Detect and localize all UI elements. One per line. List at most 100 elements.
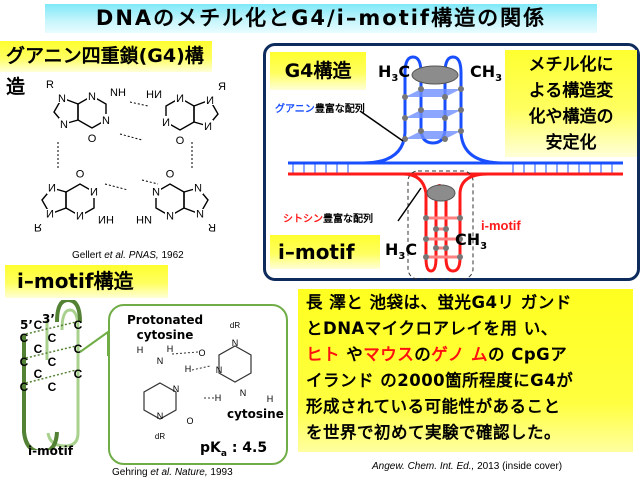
atom-label: NH	[136, 213, 152, 225]
cytosine-c-label: C	[48, 380, 57, 394]
summary-segment: の CpGア	[488, 345, 568, 364]
atom-label: H	[167, 344, 174, 354]
atom-label: N	[157, 356, 164, 366]
atom-label: O	[175, 135, 184, 147]
cytosine-ring	[218, 345, 252, 383]
three-prime-label: 3’	[42, 312, 55, 326]
atom-bg	[175, 134, 185, 145]
cytosine-dot	[443, 245, 449, 251]
five-prime-label: 5’	[20, 318, 33, 332]
summary-segment: マウス	[363, 345, 415, 364]
atom-label: O	[198, 348, 205, 358]
summary-text-box: 長 澤と 池袋は、蛍光G4リ ガンドとDNAマイクロアレイを用 い、ヒト やマウ…	[298, 289, 633, 452]
cytosine-c-label: C	[20, 331, 29, 345]
cytosine-c-label: C	[74, 367, 83, 381]
cytosine-c-label: C	[20, 355, 29, 369]
atom-label: H	[185, 364, 192, 374]
guanine-dot	[458, 86, 464, 92]
g4-section-label: グアニン四重鎖(G4)構造	[0, 41, 212, 98]
imotif-dashed-box	[407, 170, 474, 280]
summary-line: とDNAマイクロアレイを用 い、	[306, 316, 625, 342]
summary-segment: を世界で初めて実験で確認した。	[306, 423, 561, 442]
g-tetrad-plane	[405, 89, 461, 97]
summary-segment: や	[346, 345, 364, 364]
g4-structure-label: G4構造	[270, 52, 366, 90]
atom-label: O	[186, 416, 193, 426]
cytosine-word: シトシン	[283, 214, 323, 225]
guanine-dot	[442, 115, 448, 121]
atom-label: N	[176, 93, 184, 105]
atom-label: N	[206, 95, 214, 107]
pka-sub: a	[220, 448, 227, 459]
methyl-ellipse-g4	[411, 65, 459, 85]
citation-journal: Angew. Chem. Int. Ed.,	[372, 461, 475, 472]
summary-line: 長 澤と 池袋は、蛍光G4リ ガンド	[306, 290, 625, 316]
g4-strand	[362, 55, 504, 165]
cc-hbond	[25, 321, 77, 335]
atom-label: N	[76, 209, 84, 221]
summary-line: イランド の2000箇所程度にG4が	[306, 368, 625, 394]
guanine-dot	[418, 128, 424, 134]
citation-authors: Gehring	[112, 467, 148, 478]
atom-label: NH	[98, 213, 114, 225]
atom-bg	[165, 169, 175, 180]
atom-bg	[101, 114, 111, 125]
atom-label: H	[215, 393, 222, 403]
guanine-dot	[402, 115, 408, 121]
atom-bg	[89, 187, 99, 198]
imotif-citation: Gehring et al. Nature, 1993	[112, 467, 233, 478]
cc-hbond	[25, 369, 77, 384]
ch3-label-top: CH3	[470, 62, 503, 85]
atom-label: N	[173, 384, 180, 394]
atom-bg	[75, 169, 85, 180]
slide-title: DNAのメチル化とG4/i–motif構造の関係	[45, 4, 597, 33]
cytosine-c-label: C	[48, 355, 57, 369]
citation-journal: et al. PNAS,	[104, 250, 159, 261]
summary-line: ヒト やマウスのゲノ ムの CpGア	[306, 342, 625, 368]
cytosine-c-label: C	[34, 318, 43, 332]
hydrogen-bond	[191, 365, 211, 371]
atom-label: N	[46, 207, 54, 219]
imotif-caption: i-motif	[28, 444, 73, 458]
summary-segment: イランド の2000箇所程度にG4が	[306, 371, 574, 390]
hydrogen-bond	[104, 183, 129, 191]
citation-journal: et al. Nature,	[150, 467, 208, 478]
guanine-dot	[402, 94, 408, 100]
cytosine-dot	[443, 226, 449, 232]
cytosine-label: cytosine	[227, 407, 284, 421]
atom-label: N	[88, 91, 96, 103]
atom-label: N	[216, 365, 223, 375]
atom-bg	[87, 90, 97, 101]
atom-label: R	[46, 79, 54, 91]
cytosine-dot	[457, 215, 463, 221]
cytosine-c-label: C	[20, 380, 29, 394]
guanine-dot	[442, 94, 448, 100]
atom-label: N	[58, 93, 66, 105]
hydrogen-bond	[119, 133, 143, 141]
atom-bg	[57, 92, 67, 103]
pointer-line-g4	[359, 110, 404, 142]
cytosine-dot	[423, 236, 429, 242]
citation-year: 1962	[161, 250, 184, 261]
methylation-line: 化や構造の	[528, 107, 614, 127]
atom-label: O	[88, 133, 97, 145]
atom-label: N	[48, 181, 56, 193]
summary-line: を世界で初めて実験で確認した。	[306, 420, 625, 446]
atom-label: O	[165, 167, 174, 179]
atom-label: N	[194, 181, 202, 193]
atom-label: H	[267, 394, 274, 404]
atom-bg	[75, 211, 85, 222]
cytosine-c-label: C	[74, 318, 83, 332]
pka-p: pK	[200, 440, 221, 456]
methylation-line: メチル化に	[528, 55, 614, 75]
atom-label: N	[196, 207, 204, 219]
methyl-ellipse-imotif	[426, 184, 456, 202]
summary-segment: ヒト	[306, 345, 347, 364]
guanine-dot	[458, 128, 464, 134]
atom-label: NH	[110, 87, 126, 99]
hydrogen-bond	[141, 179, 159, 185]
